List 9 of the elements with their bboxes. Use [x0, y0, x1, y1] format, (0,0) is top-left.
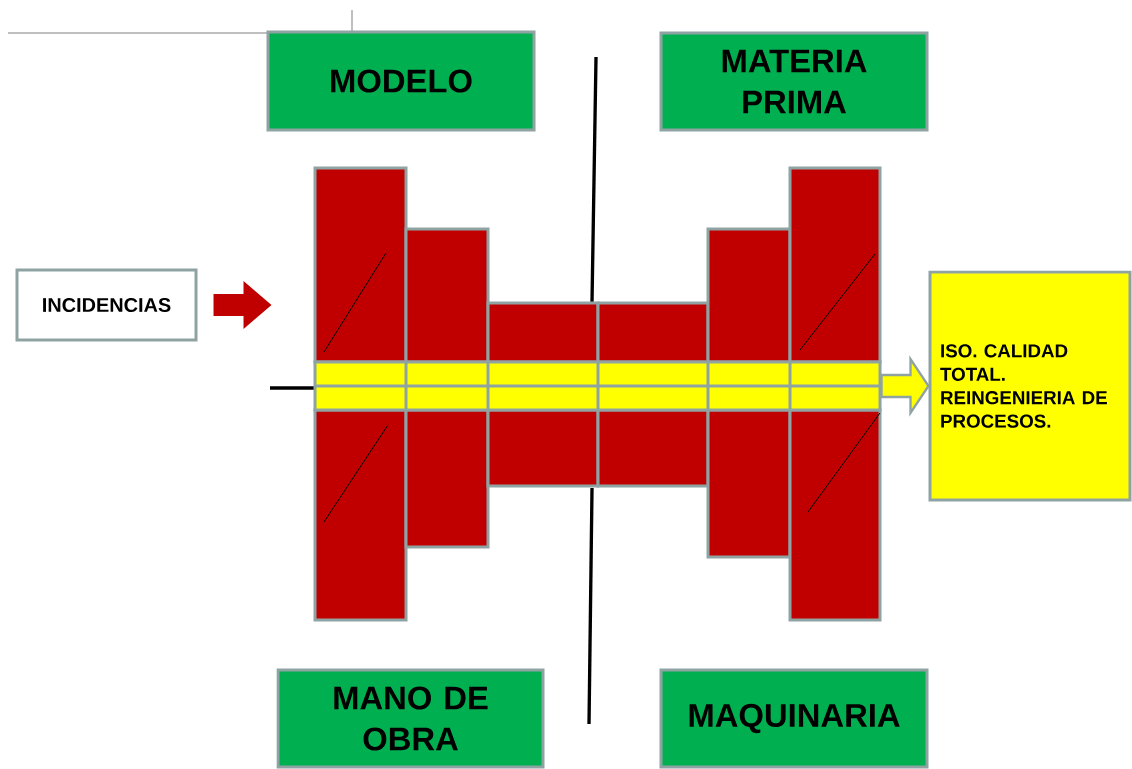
- block-arrow: [880, 355, 930, 417]
- result-box: ISO. CALIDAD TOTAL. REINGENIERIA DE PROCESOS.: [928, 270, 1132, 502]
- label-box: INCIDENCIAS: [15, 268, 198, 342]
- label-box: MODELO: [266, 30, 536, 132]
- label-box: MATERIA PRIMA: [659, 31, 929, 132]
- label-box: MAQUINARIA: [659, 668, 929, 769]
- label-box: MANO DE OBRA: [276, 668, 545, 769]
- band: [313, 360, 882, 412]
- block-arrow: [213, 281, 272, 329]
